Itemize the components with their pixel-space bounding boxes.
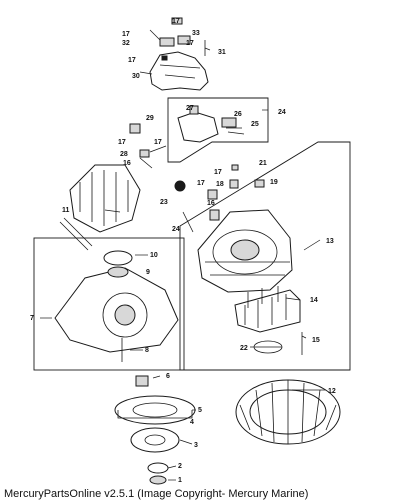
callout-3: 3 — [194, 442, 198, 449]
callout-30: 30 — [132, 73, 140, 80]
pulley-fan-stack — [114, 375, 196, 485]
rectifier — [234, 286, 303, 355]
callout-22: 23 — [160, 199, 168, 206]
callout-32: 32 — [122, 40, 130, 47]
brush-holder — [177, 105, 245, 143]
leader-lines — [40, 29, 326, 481]
small-parts — [174, 164, 265, 233]
box-7-outline — [33, 237, 185, 371]
callout-9: 9 — [146, 269, 150, 276]
callout-33: 33 — [192, 30, 200, 37]
callout-15: 15 — [312, 337, 320, 344]
callout-17-h: 17 — [197, 180, 205, 187]
callout-18: 18 — [216, 181, 224, 188]
callout-29: 29 — [146, 115, 154, 122]
stator — [235, 379, 341, 445]
callout-labels: 17 17 33 32 17 31 17 30 27 26 24 25 29 1… — [30, 18, 336, 484]
callout-8: 8 — [145, 347, 149, 354]
front-housing — [54, 250, 179, 362]
callout-24: 24 — [278, 109, 286, 116]
callout-27: 27 — [186, 105, 194, 112]
bracket-assembly — [149, 17, 209, 91]
callout-5: 5 — [198, 407, 202, 414]
regulator-bracket — [129, 123, 167, 169]
callout-10: 10 — [150, 252, 158, 259]
callout-23: 24 — [172, 226, 180, 233]
callout-19: 19 — [270, 179, 278, 186]
callout-20: 21 — [259, 160, 267, 167]
callout-11: 11 — [62, 207, 70, 214]
copyright-footer: MercuryPartsOnline v2.5.1 (Image Copyrig… — [4, 488, 309, 500]
callout-17-a: 17 — [122, 31, 130, 38]
callout-12: 12 — [328, 388, 336, 395]
callout-28: 28 — [120, 151, 128, 158]
callout-6: 6 — [166, 373, 170, 380]
callout-17-c: 17 — [186, 40, 194, 47]
callout-1: 1 — [178, 477, 182, 484]
callout-14: 14 — [310, 297, 318, 304]
callout-4: 4 — [190, 419, 194, 426]
callout-31: 31 — [218, 49, 226, 56]
rear-housing — [197, 209, 293, 293]
callout-17-d: 17 — [128, 57, 136, 64]
callout-7: 7 — [30, 315, 34, 322]
callout-17-g: 17 — [214, 169, 222, 176]
callout-17-e: 17 — [118, 139, 126, 146]
callout-2: 2 — [178, 463, 182, 470]
callout-21: 22 — [240, 345, 248, 352]
callout-25: 25 — [251, 121, 259, 128]
callout-13: 13 — [326, 238, 334, 245]
rotor — [59, 164, 141, 251]
callout-16-b: 16 — [207, 200, 215, 207]
box-24-outline — [167, 97, 269, 163]
callout-16: 16 — [123, 160, 131, 167]
callout-17-f: 17 — [154, 139, 162, 146]
callout-26: 26 — [234, 111, 242, 118]
callout-17-b: 17 — [172, 18, 180, 25]
box-13-outline — [179, 141, 351, 371]
